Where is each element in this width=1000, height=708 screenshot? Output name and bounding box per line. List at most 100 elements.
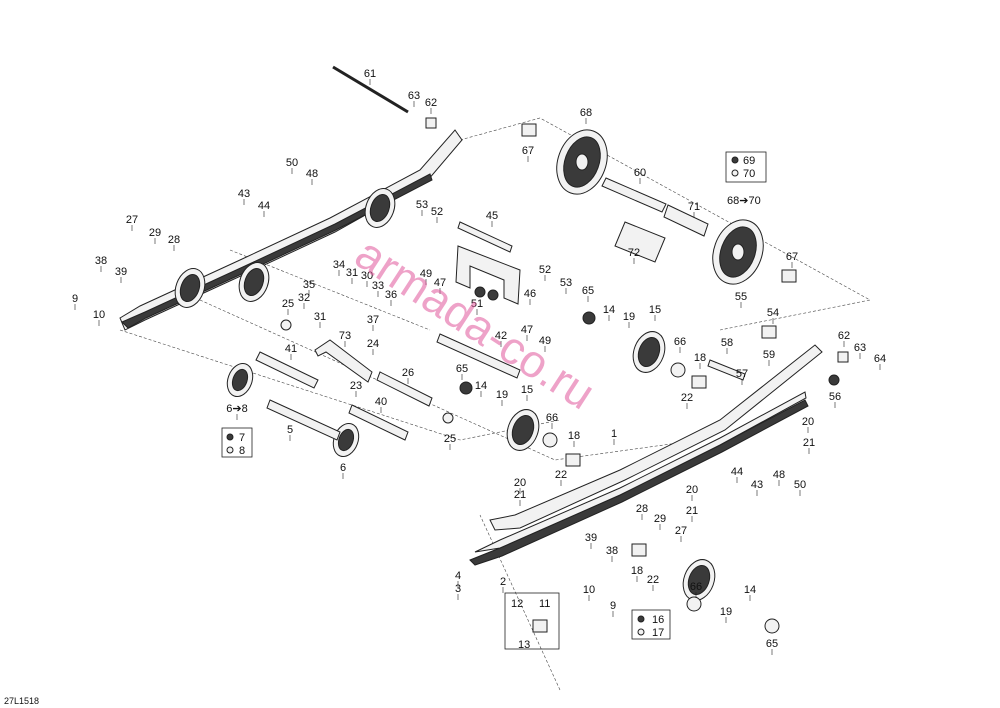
callout-14: 14 [744, 584, 756, 596]
callout-6: 6 [340, 462, 346, 474]
callout-42: 42 [495, 330, 507, 342]
callout-9: 9 [610, 600, 616, 612]
brackets [314, 117, 849, 633]
callout-73: 73 [339, 330, 351, 342]
callout-62: 62 [425, 97, 437, 109]
callout-18: 18 [694, 352, 706, 364]
callout-37: 37 [367, 314, 379, 326]
shaft-41 [255, 351, 319, 389]
wheel-upper-c [174, 268, 206, 308]
right-rail [469, 344, 823, 566]
kit-11-13-item-2: 11 [539, 598, 550, 610]
block-18-c [631, 543, 647, 557]
callout-4: 4 [455, 570, 461, 582]
block-67-a [521, 123, 537, 137]
callout-27: 27 [126, 214, 138, 226]
callout-59: 59 [763, 349, 775, 361]
shaft-60 [601, 177, 667, 213]
spacer-71 [663, 204, 709, 237]
callout-65: 65 [766, 638, 778, 650]
callout-28: 28 [636, 503, 648, 515]
kit-box-16-17: 16 17 [631, 609, 671, 640]
callout-47: 47 [434, 277, 446, 289]
callout-63: 63 [854, 342, 866, 354]
callout-63: 63 [408, 90, 420, 102]
callout-34: 34 [333, 259, 345, 271]
callout-61: 61 [364, 68, 376, 80]
wheel-6-right [332, 423, 360, 457]
pad-62-b [837, 351, 849, 363]
shafts [255, 65, 746, 441]
callout-49: 49 [420, 268, 432, 280]
callout-3: 3 [455, 583, 461, 595]
kit-box-69-70: 69 70 68➔70 [725, 151, 767, 207]
callout-57: 57 [736, 368, 748, 380]
callout-60: 60 [634, 167, 646, 179]
callout-58: 58 [721, 337, 733, 349]
wheel-70 [712, 219, 764, 285]
callout-49: 49 [539, 335, 551, 347]
callout-31: 31 [314, 311, 326, 323]
callout-67: 67 [786, 251, 798, 263]
callout-26: 26 [402, 367, 414, 379]
kit-11-13-item-1: 12 [511, 598, 523, 610]
callout-36: 36 [385, 289, 397, 301]
callout-22: 22 [555, 469, 567, 481]
callout-41: 41 [285, 343, 297, 355]
callout-53: 53 [416, 199, 428, 211]
wheel-upper-b [238, 262, 270, 302]
callout-66: 66 [674, 336, 686, 348]
callout-20: 20 [514, 477, 526, 489]
callout-40: 40 [375, 396, 387, 408]
shaft-61 [332, 65, 409, 114]
callout-14: 14 [475, 380, 487, 392]
callout-32: 32 [298, 292, 310, 304]
callout-31: 31 [346, 267, 358, 279]
callout-22: 22 [681, 392, 693, 404]
callout-48: 48 [306, 168, 318, 180]
arm-24 [314, 339, 373, 383]
kit-11-13-item-3: 13 [518, 639, 530, 651]
wheel-upper-a [364, 188, 396, 228]
callout-22: 22 [647, 574, 659, 586]
callout-15: 15 [649, 304, 661, 316]
callout-19: 19 [623, 311, 635, 323]
block-54 [761, 325, 777, 339]
callout-64: 64 [874, 353, 886, 365]
callout-30: 30 [361, 270, 373, 282]
wheel-68 [556, 129, 608, 195]
callout-44: 44 [258, 200, 270, 212]
callout-19: 19 [720, 606, 732, 618]
kit-69-70-item-2: 70 [743, 168, 755, 180]
callout-9: 9 [72, 293, 78, 305]
callout-52: 52 [539, 264, 551, 276]
wheel-6-left [226, 363, 254, 397]
callout-51: 51 [471, 298, 483, 310]
drawing-code: 27L1518 [4, 696, 39, 706]
callout-39: 39 [115, 266, 127, 278]
callout-29: 29 [654, 513, 666, 525]
callout-25: 25 [282, 298, 294, 310]
block-11 [532, 619, 548, 633]
callout-38: 38 [95, 255, 107, 267]
callout-71: 71 [688, 201, 700, 213]
shaft-5 [266, 399, 341, 441]
shaft-42 [436, 333, 521, 379]
washers [280, 286, 840, 634]
block-18-b [565, 453, 581, 467]
callout-29: 29 [149, 227, 161, 239]
callout-38: 38 [606, 545, 618, 557]
callout-2: 2 [500, 576, 506, 588]
shaft-45 [457, 221, 513, 253]
kit-7-8-item-1: 7 [239, 432, 245, 444]
callout-47: 47 [521, 324, 533, 336]
callout-10: 10 [93, 309, 105, 321]
callout-65: 65 [456, 363, 468, 375]
callout-66: 66 [546, 412, 558, 424]
callout-21: 21 [514, 489, 526, 501]
callout-67: 67 [522, 145, 534, 157]
wheel-15-a [632, 331, 666, 373]
kit-7-8-item-2: 8 [239, 445, 245, 457]
